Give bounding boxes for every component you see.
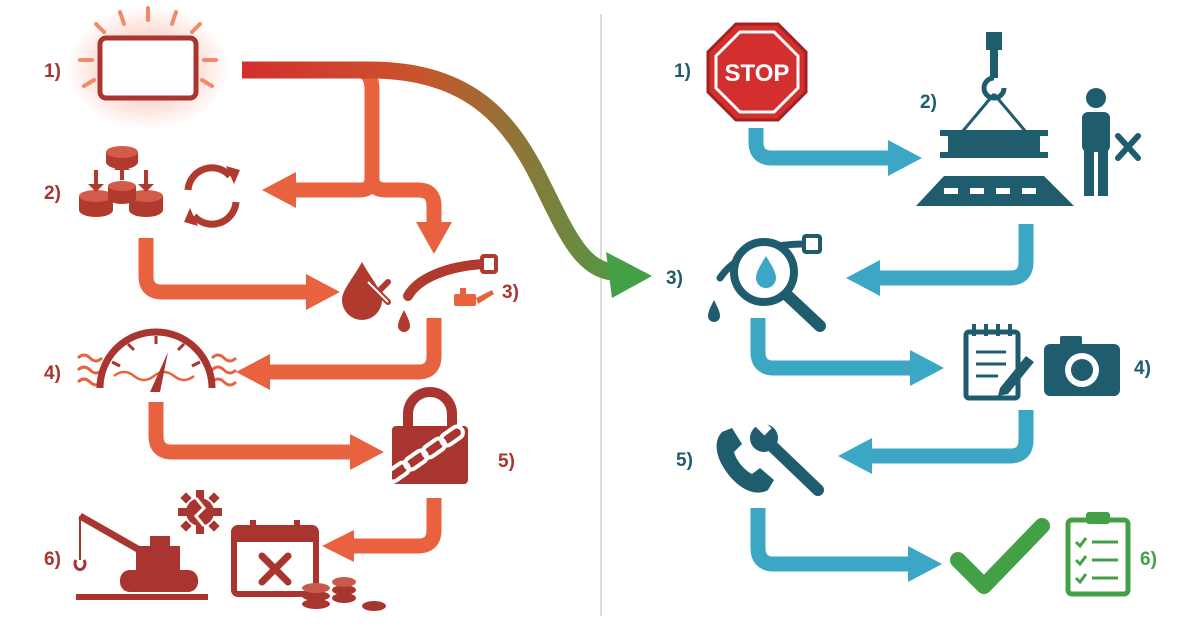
camera-icon [1044, 336, 1120, 396]
right-step-numbers: 1) 2) 3) 4) 5) 6) [666, 61, 1157, 570]
lowered-load-icon [916, 32, 1074, 206]
left-step-4-number: 4) [44, 363, 61, 384]
main-transition-arrow [242, 61, 614, 281]
main-transition-arrowhead [606, 252, 652, 298]
left-arrowheads [236, 172, 452, 562]
left-arrows [138, 62, 442, 554]
left-step-5-number: 5) [498, 451, 515, 472]
right-step-6-number: 6) [1140, 549, 1157, 570]
coins-icon [302, 577, 386, 611]
stop-sign-icon: STOP [706, 22, 808, 122]
crane-icon [73, 512, 208, 600]
right-step-5-number: 5) [676, 450, 693, 471]
cancelled-calendar-icon [231, 520, 319, 597]
broken-gear-icon [178, 490, 222, 534]
right-step-3-number: 3) [666, 268, 683, 289]
left-step-1-number: 1) [44, 61, 61, 82]
glowing-warning-panel-icon [66, 6, 230, 130]
inspect-leak-magnifier-icon [708, 234, 826, 332]
right-arrowheads [838, 140, 944, 582]
wrench-icon [750, 418, 824, 496]
coin-stacks-icon [79, 146, 163, 217]
right-arrows [748, 128, 1034, 572]
phone-icon [716, 428, 774, 493]
right-step-2-number: 2) [920, 92, 937, 113]
refresh-icon [184, 164, 240, 228]
notepad-icon [963, 324, 1034, 401]
leaking-hose-icon [398, 254, 498, 332]
checkmark-icon [950, 518, 1050, 594]
stop-sign-text: STOP [725, 60, 790, 87]
worker-no-entry-icon [1082, 88, 1141, 196]
left-step-2-number: 2) [44, 183, 61, 204]
right-step-1-number: 1) [674, 61, 691, 82]
right-step-4-number: 4) [1134, 358, 1151, 379]
padlock-chain-icon [385, 387, 468, 484]
oil-can-icon [454, 288, 494, 306]
checklist-clipboard-icon [1065, 512, 1131, 597]
overheating-gauge-icon [76, 328, 238, 392]
left-step-3-number: 3) [502, 282, 519, 303]
left-step-numbers: 1) 2) 3) 4) 5) 6) [44, 61, 519, 570]
left-step-6-number: 6) [44, 549, 61, 570]
oil-drop-prohibited-icon [342, 262, 391, 320]
